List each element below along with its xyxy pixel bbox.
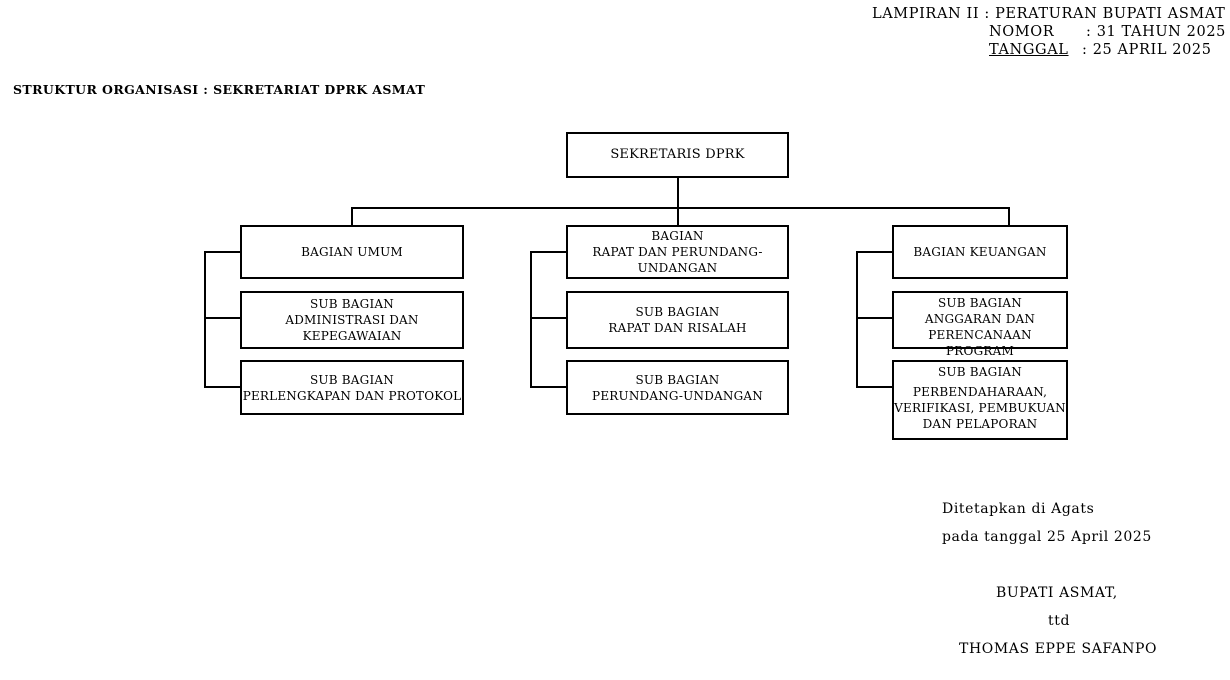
box-sekretaris-dprk: SEKRETARIS DPRK bbox=[566, 132, 789, 178]
box-line: SUB BAGIAN bbox=[938, 296, 1022, 310]
tanggal-value: : 25 APRIL 2025 bbox=[1082, 42, 1212, 58]
col2-drop-connector bbox=[677, 207, 679, 226]
col3-drop-connector bbox=[1008, 207, 1010, 226]
col2-bracket bbox=[530, 251, 532, 388]
box-line: ADMINISTRASI DAN bbox=[285, 313, 419, 327]
box-line: SUB BAGIAN bbox=[635, 305, 720, 319]
box-sub-bagian-rapat-risalah: SUB BAGIAN RAPAT DAN RISALAH bbox=[566, 291, 789, 349]
box-line: PERLENGKAPAN DAN PROTOKOL bbox=[242, 388, 462, 403]
box-bagian-umum: BAGIAN UMUM bbox=[240, 225, 464, 279]
box-line: PERBENDAHARAAN, bbox=[912, 385, 1048, 399]
signature-name: THOMAS EPPE SAFANPO bbox=[959, 641, 1158, 657]
tanggal-label: TANGGAL bbox=[989, 42, 1069, 58]
lampiran-line: LAMPIRAN II : PERATURAN BUPATI ASMAT bbox=[872, 6, 1226, 22]
box-line: KEPEGAWAIAN bbox=[302, 329, 402, 343]
box-label: BAGIAN UMUM bbox=[301, 245, 403, 259]
col1-bracket-tick bbox=[204, 251, 241, 253]
box-line: BAGIAN bbox=[651, 229, 704, 243]
col2-bracket-tick bbox=[530, 251, 567, 253]
col3-bracket bbox=[856, 251, 858, 388]
box-line: UNDANGAN bbox=[637, 261, 718, 275]
box-sub-bagian-perundang-undangan: SUB BAGIAN PERUNDANG-UNDANGAN bbox=[566, 360, 789, 415]
box-line: PERUNDANG-UNDANGAN bbox=[592, 388, 763, 403]
box-sub-bagian-administrasi: SUB BAGIAN ADMINISTRASI DAN KEPEGAWAIAN bbox=[240, 291, 464, 349]
box-line: SUB BAGIAN bbox=[635, 372, 720, 387]
tanggal-line: TANGGAL : 25 APRIL 2025 bbox=[989, 42, 1221, 58]
col3-bracket-tick bbox=[856, 251, 893, 253]
box-bagian-keuangan: BAGIAN KEUANGAN bbox=[892, 225, 1068, 279]
col1-drop-connector bbox=[351, 207, 353, 226]
col3-bracket-tick bbox=[856, 317, 893, 319]
box-line: SUB BAGIAN bbox=[310, 297, 394, 311]
box-line: SUB BAGIAN bbox=[938, 365, 1022, 379]
col3-bracket-tick bbox=[856, 386, 893, 388]
root-connector bbox=[677, 177, 679, 209]
box-line: SUB BAGIAN bbox=[310, 372, 394, 387]
box-line: ANGGARAN DAN bbox=[924, 312, 1036, 326]
col1-bracket-tick bbox=[204, 317, 241, 319]
horizontal-connector bbox=[351, 207, 1010, 209]
col1-bracket bbox=[204, 251, 206, 388]
box-bagian-rapat: BAGIAN RAPAT DAN PERUNDANG- UNDANGAN bbox=[566, 225, 789, 279]
box-label: BAGIAN KEUANGAN bbox=[913, 245, 1047, 259]
box-line: RAPAT DAN PERUNDANG- bbox=[592, 245, 763, 259]
signature-place: Ditetapkan di Agats bbox=[942, 501, 1095, 517]
signature-ttd: ttd bbox=[1048, 613, 1071, 629]
nomor-label: NOMOR bbox=[989, 24, 1055, 40]
box-line: PERENCANAAN PROGRAM bbox=[928, 328, 1032, 358]
page-title: STRUKTUR ORGANISASI : SEKRETARIAT DPRK A… bbox=[13, 82, 426, 97]
box-sub-bagian-perlengkapan: SUB BAGIAN PERLENGKAPAN DAN PROTOKOL bbox=[240, 360, 464, 415]
signature-office: BUPATI ASMAT, bbox=[996, 585, 1118, 601]
box-line: DAN PELAPORAN bbox=[922, 417, 1038, 431]
col2-bracket-tick bbox=[530, 386, 567, 388]
col1-bracket-tick bbox=[204, 386, 241, 388]
signature-date: pada tanggal 25 April 2025 bbox=[942, 529, 1152, 545]
nomor-value: : 31 TAHUN 2025 bbox=[1086, 24, 1226, 40]
col2-bracket-tick bbox=[530, 317, 567, 319]
box-line: VERIFIKASI, PEMBUKUAN bbox=[894, 401, 1066, 415]
box-label: SEKRETARIS DPRK bbox=[610, 147, 745, 162]
box-sub-bagian-anggaran: SUB BAGIAN ANGGARAN DAN PERENCANAAN PROG… bbox=[892, 291, 1068, 358]
box-line: RAPAT DAN RISALAH bbox=[608, 321, 747, 335]
box-sub-bagian-perbendaharaan: SUB BAGIAN PERBENDAHARAAN, VERIFIKASI, P… bbox=[892, 360, 1068, 440]
